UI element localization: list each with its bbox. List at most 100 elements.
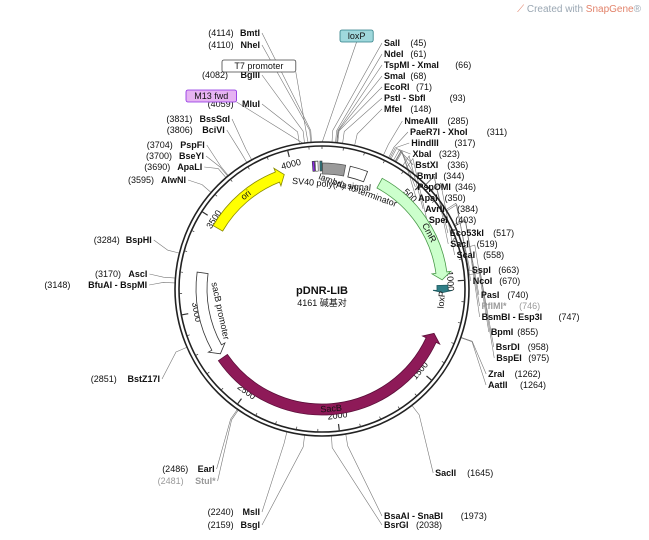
site-bsss-i[interactable]: BssSαI(3831)	[166, 114, 230, 124]
boxed-feature-loxp[interactable]: loxP	[339, 29, 374, 43]
ruler-tick	[191, 230, 195, 233]
site-pspfi[interactable]: PspFI(3704)	[147, 140, 205, 150]
site-mfei[interactable]: MfeI(148)	[384, 104, 431, 114]
site-line-nhei	[261, 44, 311, 143]
site-pflmi[interactable]: PflMI*(746)	[482, 301, 541, 311]
violet-marker[interactable]	[311, 160, 316, 172]
feature-lambda-t0-terminator[interactable]	[347, 165, 369, 183]
site-bcivi[interactable]: BciVI(3806)	[167, 125, 225, 135]
site-line-bspei	[468, 273, 495, 359]
ruler-tick	[220, 387, 224, 391]
site-tspmi-xmai[interactable]: TspMI - XmaI(66)	[384, 60, 471, 70]
site-name: BmtI	[240, 28, 260, 38]
site-position: (3704)	[147, 140, 173, 150]
site-position: (2240)	[208, 507, 234, 517]
site-bglii[interactable]: BglII(4082)	[202, 70, 260, 80]
white-marker[interactable]	[314, 160, 319, 172]
site-line-stui	[217, 409, 239, 482]
site-bspei[interactable]: BspEI(975)	[496, 353, 549, 363]
site-name: HindIII	[411, 138, 439, 148]
site-line-sali	[331, 42, 383, 143]
site-name: BpmI	[491, 327, 514, 337]
site-name: BspHI	[126, 235, 152, 245]
site-sacii[interactable]: SacII(1645)	[435, 468, 493, 478]
site-line-bsphi	[153, 239, 180, 254]
site-bmti[interactable]: BmtI(4114)	[208, 28, 260, 38]
teal-marker[interactable]	[319, 160, 323, 172]
ruler-tick	[397, 406, 401, 410]
site-bpmi[interactable]: BpmI(855)	[491, 327, 538, 337]
site-bsrgi[interactable]: BsrGI(2038)	[384, 520, 442, 530]
site-asci[interactable]: AscI(3170)	[95, 269, 147, 279]
site-avrii[interactable]: AvrII(384)	[425, 204, 478, 214]
site-xbai[interactable]: XbaI(323)	[413, 149, 460, 159]
ruler-tick	[431, 200, 435, 203]
site-line-msli	[261, 431, 288, 513]
site-alwni[interactable]: AlwNI(3595)	[128, 175, 186, 185]
site-line-bmri	[394, 150, 416, 177]
site-nmeaiii[interactable]: NmeAIII(285)	[404, 116, 468, 126]
ruler-tick	[184, 250, 188, 252]
site-pspomi[interactable]: PspOMI(346)	[417, 182, 476, 192]
site-bstxi[interactable]: BstXI(336)	[415, 160, 468, 170]
site-bseyi[interactable]: BseYI(3700)	[146, 151, 204, 161]
site-name: NdeI	[384, 49, 404, 59]
site-bstz17i[interactable]: BstZ17I(2851)	[91, 374, 160, 384]
site-name: BseYI	[179, 151, 204, 161]
site-position: (958)	[528, 342, 549, 352]
site-hindiii[interactable]: HindIII(317)	[411, 138, 475, 148]
site-bmri[interactable]: BmrI(344)	[417, 171, 464, 181]
site-line-paer7i-xhoi	[388, 131, 409, 159]
site-line-bseyi	[205, 155, 228, 177]
ruler-tick	[181, 313, 189, 316]
site-aatii[interactable]: AatII(1264)	[488, 380, 546, 390]
site-apali[interactable]: ApaLI(3690)	[144, 162, 202, 172]
site-bsgi[interactable]: BsgI(2159)	[208, 520, 260, 530]
site-bfuai-bspmi[interactable]: BfuAI - BspMI(3148)	[44, 280, 147, 290]
site-psti-sbfi[interactable]: PstI - SbfI(93)	[384, 93, 466, 103]
feature-sacb[interactable]	[217, 332, 441, 416]
feature-ori[interactable]	[212, 167, 285, 232]
site-bsrdi[interactable]: BsrDI(958)	[496, 342, 549, 352]
site-position: (3284)	[94, 235, 120, 245]
site-sali[interactable]: SalI(45)	[384, 38, 426, 48]
site-zrai[interactable]: ZraI(1262)	[488, 369, 540, 379]
site-mlui[interactable]: MluI(4059)	[208, 99, 260, 109]
site-ncoi[interactable]: NcoI(670)	[473, 276, 520, 286]
site-bsphi[interactable]: BspHI (3284)	[94, 235, 152, 245]
site-position: (45)	[410, 38, 426, 48]
site-pasi[interactable]: PasI(740)	[481, 290, 528, 300]
feature-sacb-promoter[interactable]	[195, 271, 226, 355]
ruler-tick	[206, 371, 210, 375]
site-line-apai	[395, 150, 417, 199]
site-position: (344)	[443, 171, 464, 181]
site-ndei[interactable]: NdeI(61)	[384, 49, 426, 59]
site-msli[interactable]: MslI(2240)	[208, 507, 260, 517]
site-bsaai-snabi[interactable]: BsaAI - SnaBI(1973)	[384, 511, 487, 521]
site-bsmbi-esp3i[interactable]: BsmBI - Esp3I(747)	[482, 312, 580, 322]
site-name: BssSαI	[199, 114, 230, 124]
boxed-feature-m13-fwd[interactable]: M13 fwd	[185, 89, 237, 103]
site-saci[interactable]: SacI(519)	[450, 239, 497, 249]
site-position: (3690)	[144, 162, 170, 172]
site-ecori[interactable]: EcoRI(71)	[384, 82, 432, 92]
site-name: MfeI	[384, 104, 402, 114]
feature-loxp[interactable]	[432, 284, 453, 294]
boxed-feature-t7-promoter[interactable]: T7 promoter	[221, 59, 297, 73]
site-stui[interactable]: StuI*(2481)	[158, 476, 216, 486]
site-sspi[interactable]: SspI(663)	[472, 265, 519, 275]
ruler-tick	[295, 426, 298, 430]
boxed-feature-frame	[221, 59, 297, 73]
ruler-tick	[379, 416, 382, 420]
feature-cmr[interactable]	[376, 177, 452, 281]
site-scai[interactable]: ScaI(558)	[457, 250, 504, 260]
site-smai[interactable]: SmaI(68)	[384, 71, 426, 81]
site-apai[interactable]: ApaI(350)	[418, 193, 465, 203]
site-paer7i-xhoi[interactable]: PaeR7I - XhoI(311)	[410, 127, 507, 137]
site-nhei[interactable]: NheI(4110)	[208, 40, 260, 50]
site-eari[interactable]: EarI(2486)	[162, 464, 214, 474]
site-eco53ki[interactable]: Eco53kI(517)	[450, 228, 514, 238]
site-spei[interactable]: SpeI(403)	[429, 215, 476, 225]
feature-sv40-poly-a-signal[interactable]	[322, 162, 347, 177]
